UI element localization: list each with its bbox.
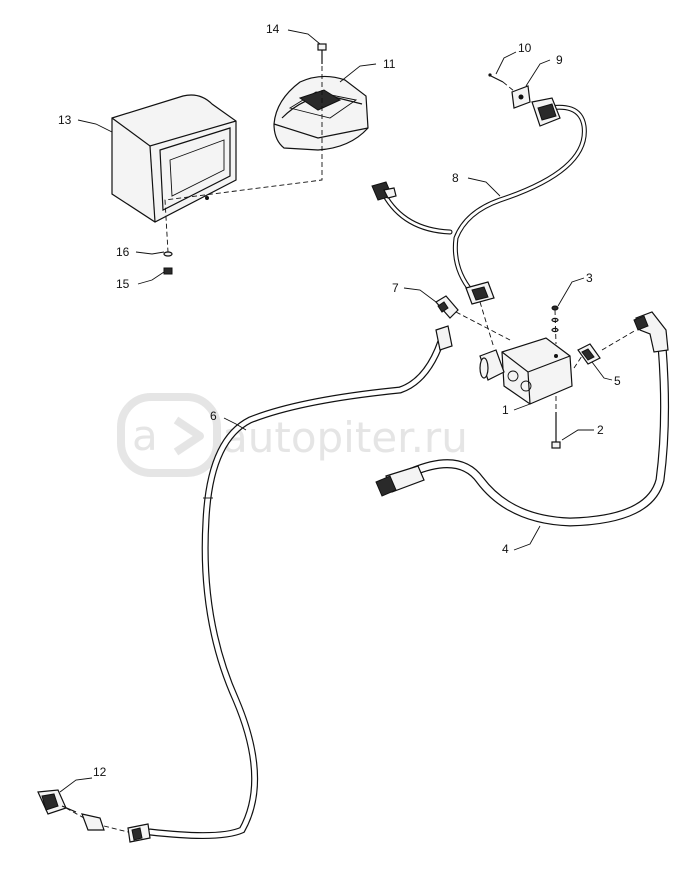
part-1-valve-block (479, 337, 573, 405)
part-8-harness (371, 97, 587, 305)
callout-15: 15 (116, 277, 130, 291)
part-5-adapter (577, 343, 601, 365)
part-11-housing (273, 75, 369, 151)
callouts: 14 11 13 10 9 8 16 15 3 7 5 1 2 (58, 22, 621, 793)
part-6-hose (127, 325, 453, 843)
part-2-bolt (551, 412, 561, 449)
part-4-hose (375, 311, 670, 527)
part-9-bracket (511, 85, 531, 109)
callout-11: 11 (383, 57, 396, 71)
callout-6: 6 (210, 409, 217, 423)
a-arrow-logo-icon: a (117, 393, 221, 477)
harness-connector-top (531, 97, 561, 127)
harness-connector-solenoid (465, 281, 495, 305)
callout-13: 13 (58, 113, 72, 127)
callout-5: 5 (614, 374, 621, 388)
harness-connector-left (371, 181, 397, 201)
callout-8: 8 (452, 171, 459, 185)
callout-12: 12 (93, 765, 107, 779)
hose-6-bottom-fitting (127, 823, 151, 843)
watermark-text: autopiter.ru (222, 413, 468, 462)
callout-16: 16 (116, 245, 130, 259)
hose-end-fitting (375, 465, 425, 497)
callout-7: 7 (392, 281, 399, 295)
part-14-bolt (317, 43, 327, 64)
callout-9: 9 (556, 53, 563, 67)
hose-6-top-fitting (435, 325, 453, 351)
callout-3: 3 (586, 271, 593, 285)
part-12-tee-fitting (37, 789, 105, 831)
part-13-cover (111, 94, 237, 223)
part-16-washer (163, 251, 173, 257)
part-7-fitting (435, 295, 459, 319)
callout-14: 14 (266, 22, 280, 36)
callout-1: 1 (502, 403, 509, 417)
watermark: a autopiter.ru (117, 393, 468, 477)
callout-2: 2 (597, 423, 604, 437)
callout-4: 4 (502, 542, 509, 556)
callout-10: 10 (518, 41, 532, 55)
part-15-nut (163, 267, 173, 275)
svg-text:a: a (132, 411, 158, 460)
part-10-screw (488, 73, 504, 83)
hose-elbow-fitting (633, 311, 669, 353)
